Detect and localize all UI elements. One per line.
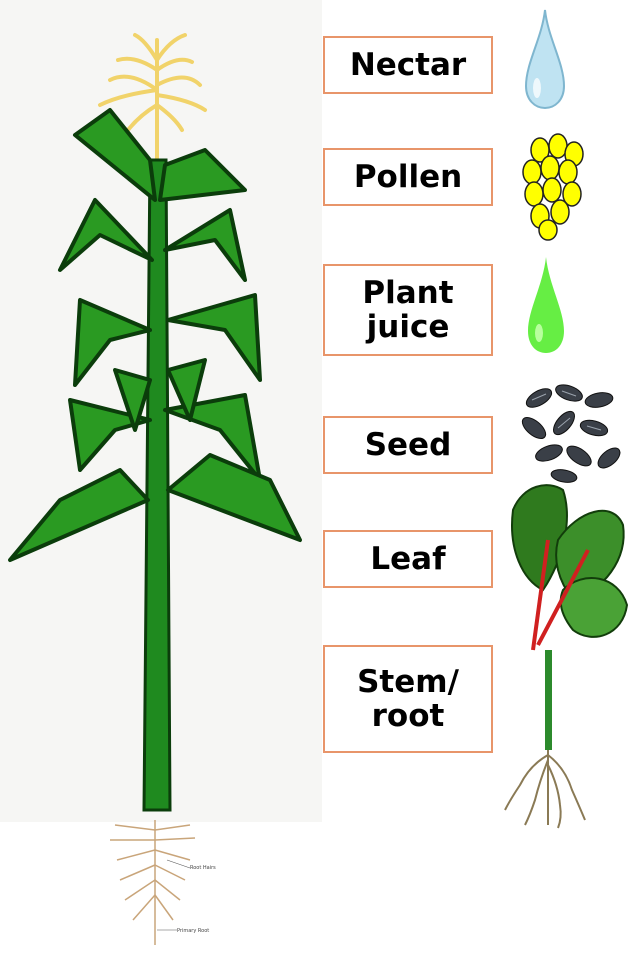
nectar-drop-icon — [522, 8, 568, 110]
nectar-label: Nectar — [323, 36, 493, 94]
primary-root-label: Primary Root — [177, 928, 209, 934]
seed-label: Seed — [323, 416, 493, 474]
pollen-label: Pollen — [323, 148, 493, 206]
stem-root-label: Stem/ root — [323, 645, 493, 753]
stem-root-icon — [500, 650, 595, 832]
corn-plant-illustration — [0, 0, 322, 822]
pollen-icon — [520, 132, 586, 242]
plant-juice-drop-icon — [525, 255, 567, 355]
root-hairs-label: Root Hairs — [190, 865, 216, 871]
seeds-icon — [514, 378, 626, 488]
leaf-label: Leaf — [323, 530, 493, 588]
root-diagram: Root Hairs Primary Root — [95, 820, 230, 957]
plant-juice-label: Plant juice — [323, 264, 493, 356]
leaf-icon — [503, 480, 631, 652]
